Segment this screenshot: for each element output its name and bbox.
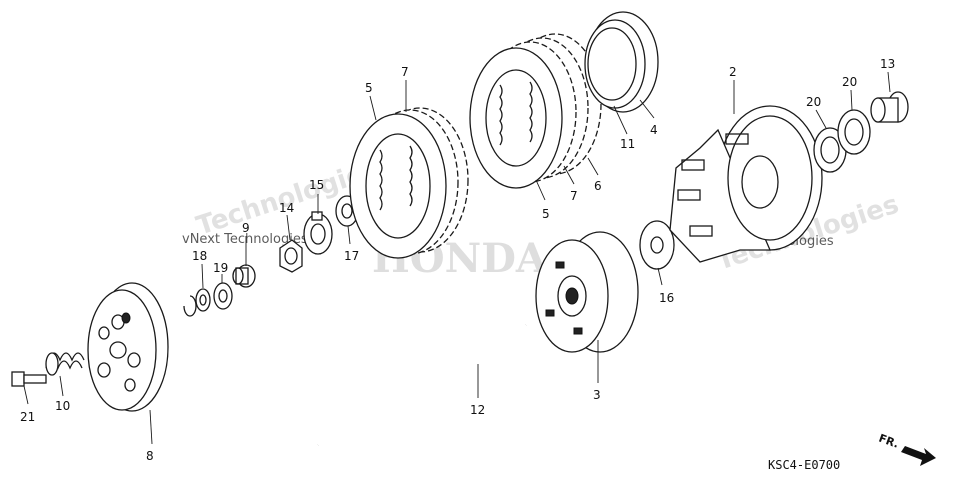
part-lifter-piece	[232, 264, 256, 288]
callout-labels: 2 3 4 5 5 6 7 7 8 9 10 11 12 13 14 15 16…	[20, 57, 895, 463]
callout-label: 18	[192, 249, 207, 263]
front-direction-label: FR.	[877, 432, 901, 451]
callout-label: 9	[242, 221, 250, 235]
callout-label: 8	[146, 449, 154, 463]
part-friction-plate-stack-front	[349, 107, 469, 259]
callout-label: 16	[659, 291, 674, 305]
callout-label: 20	[806, 95, 821, 109]
callout-label: 7	[570, 189, 578, 203]
part-lock-washer	[303, 211, 333, 255]
part-bushing	[870, 91, 909, 123]
callout-label: 19	[213, 261, 228, 275]
callout-label: 2	[729, 65, 737, 79]
part-clutch-outer	[669, 105, 823, 263]
callout-label: 15	[309, 178, 324, 192]
part-washer	[195, 288, 211, 312]
callout-label: 14	[279, 201, 294, 215]
part-needle-bearing-small	[213, 282, 233, 310]
leader-lines	[23, 71, 891, 445]
part-lock-nut	[279, 239, 303, 273]
part-push-rod	[317, 323, 527, 447]
callout-label: 11	[620, 137, 635, 151]
callout-label: 4	[650, 123, 658, 137]
watermark-text: vNext Technologies	[182, 232, 308, 247]
part-needle-bearing-2	[837, 109, 871, 155]
callout-label: 17	[344, 249, 359, 263]
callout-label: 7	[401, 65, 409, 79]
callout-label: 21	[20, 410, 35, 424]
callout-label: 13	[880, 57, 895, 71]
callout-label: 6	[594, 179, 602, 193]
part-pressure-plate	[87, 282, 169, 412]
part-judder-spring	[584, 11, 659, 113]
callout-label: 5	[542, 207, 550, 221]
diagram-code: KSC4-E0700	[768, 458, 840, 472]
part-center-washer	[639, 220, 675, 270]
front-arrow-icon	[901, 446, 936, 466]
callout-label: 20	[842, 75, 857, 89]
part-clutch-spring	[45, 352, 85, 376]
part-bolt	[11, 371, 47, 387]
part-friction-plate-stack-rear	[469, 33, 602, 189]
callout-label: 10	[55, 399, 70, 413]
callout-label: 5	[365, 81, 373, 95]
part-needle-bearing-1	[813, 127, 847, 173]
callout-label: 12	[470, 403, 485, 417]
part-clutch-center	[535, 231, 639, 353]
callout-label: 3	[593, 388, 601, 402]
part-circlip	[183, 295, 197, 317]
front-direction-indicator: FR.	[877, 432, 936, 466]
